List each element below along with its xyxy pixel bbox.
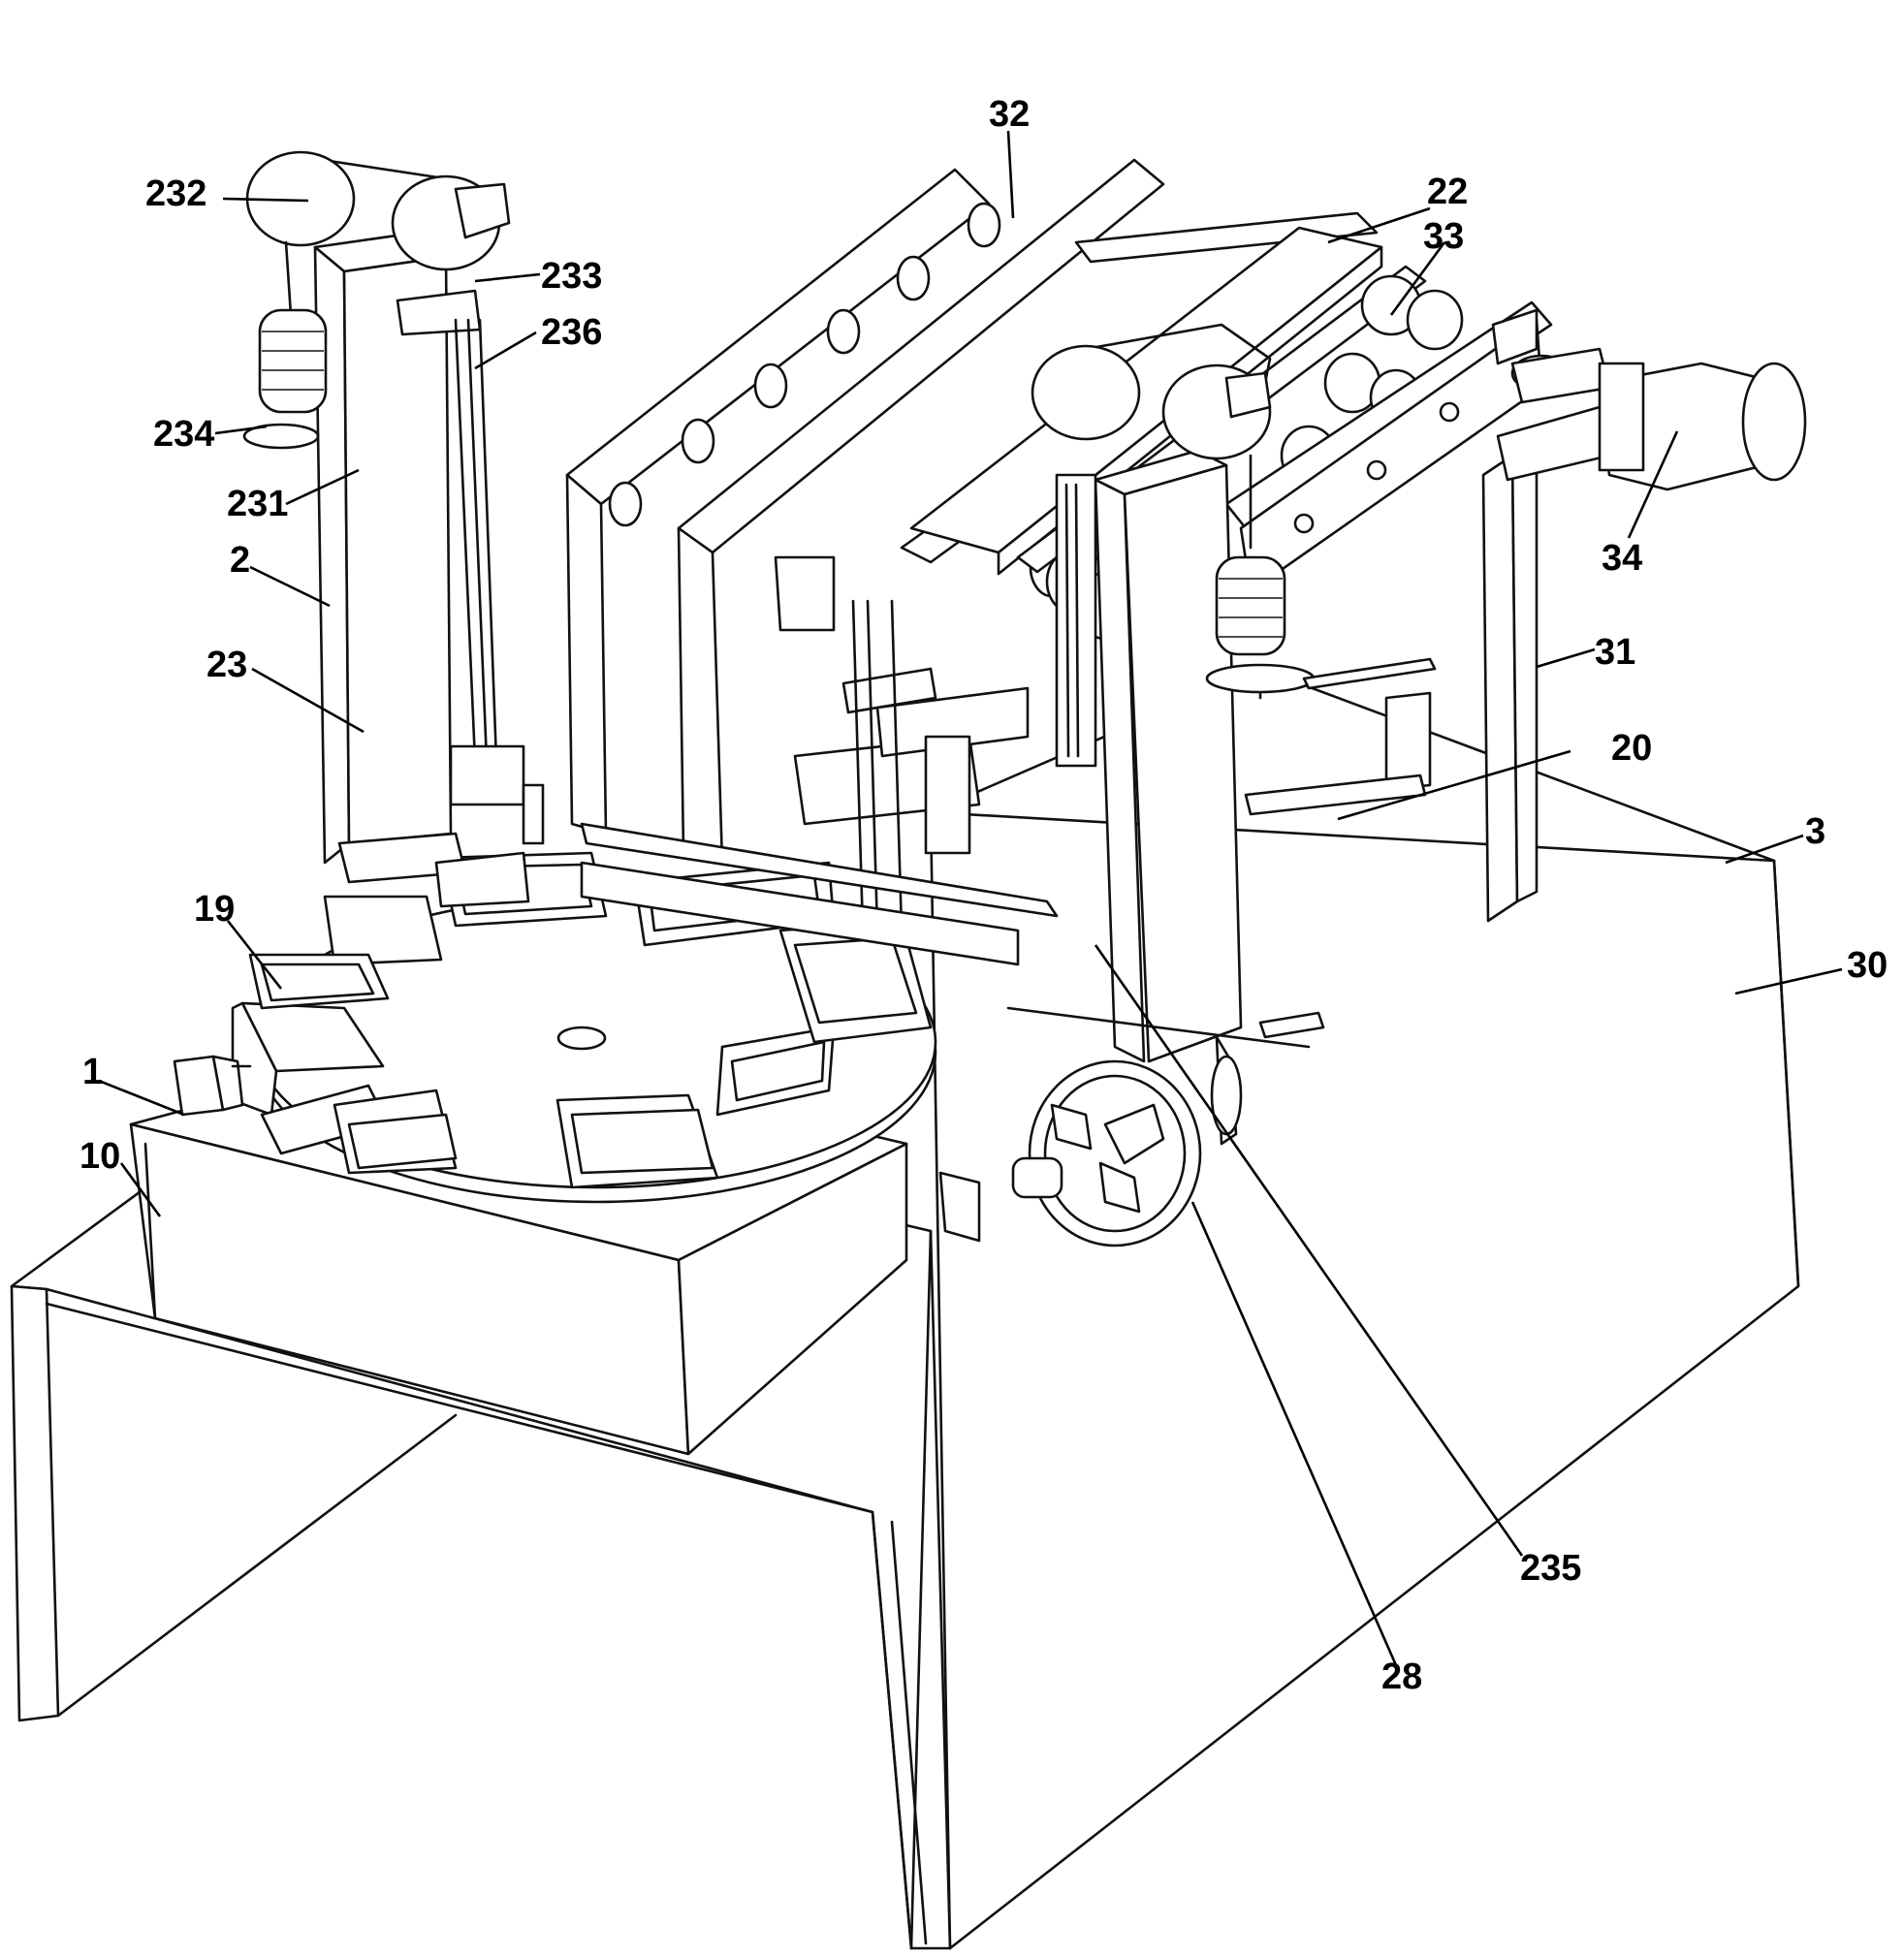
label-23: 23 bbox=[206, 645, 247, 685]
label-234: 234 bbox=[153, 414, 214, 455]
label-10: 10 bbox=[79, 1136, 120, 1177]
left-pulleys bbox=[245, 150, 511, 271]
tray bbox=[555, 1093, 719, 1189]
slide-rail bbox=[580, 657, 1437, 918]
sensor-bracket bbox=[173, 1055, 252, 1117]
side-frame bbox=[1224, 300, 1553, 923]
label-3: 3 bbox=[1805, 811, 1825, 852]
tray bbox=[248, 895, 443, 1010]
left-counterweight bbox=[242, 240, 328, 450]
label-19: 19 bbox=[194, 889, 235, 930]
left-column bbox=[313, 231, 545, 908]
turntable-hub bbox=[556, 1026, 607, 1051]
drive-motor bbox=[1496, 347, 1807, 491]
label-231: 231 bbox=[227, 484, 288, 524]
label-28: 28 bbox=[1381, 1657, 1422, 1697]
right-base-cabinet bbox=[929, 667, 1800, 1950]
center-mechanism bbox=[580, 599, 1432, 1049]
label-232: 232 bbox=[145, 174, 206, 214]
leader-lines bbox=[98, 130, 1843, 1666]
right-column bbox=[1055, 449, 1325, 1146]
handwheel bbox=[938, 1059, 1202, 1247]
label-233: 233 bbox=[541, 256, 602, 297]
tray bbox=[715, 1026, 836, 1117]
label-20: 20 bbox=[1611, 728, 1652, 769]
label-33: 33 bbox=[1423, 216, 1464, 257]
label-2: 2 bbox=[230, 540, 250, 581]
reference-numerals: 232 233 236 234 231 2 23 19 1 10 32 22 3… bbox=[79, 94, 1888, 1697]
right-counterweight bbox=[1205, 454, 1316, 694]
label-31: 31 bbox=[1595, 632, 1635, 673]
label-30: 30 bbox=[1847, 945, 1888, 986]
right-pulleys bbox=[1031, 323, 1272, 460]
label-1: 1 bbox=[82, 1052, 103, 1092]
label-235: 235 bbox=[1520, 1548, 1581, 1589]
label-236: 236 bbox=[541, 312, 602, 353]
label-32: 32 bbox=[989, 94, 1030, 135]
label-22: 22 bbox=[1427, 172, 1468, 212]
tray bbox=[778, 919, 933, 1044]
tray bbox=[333, 1089, 458, 1175]
label-34: 34 bbox=[1602, 538, 1642, 579]
